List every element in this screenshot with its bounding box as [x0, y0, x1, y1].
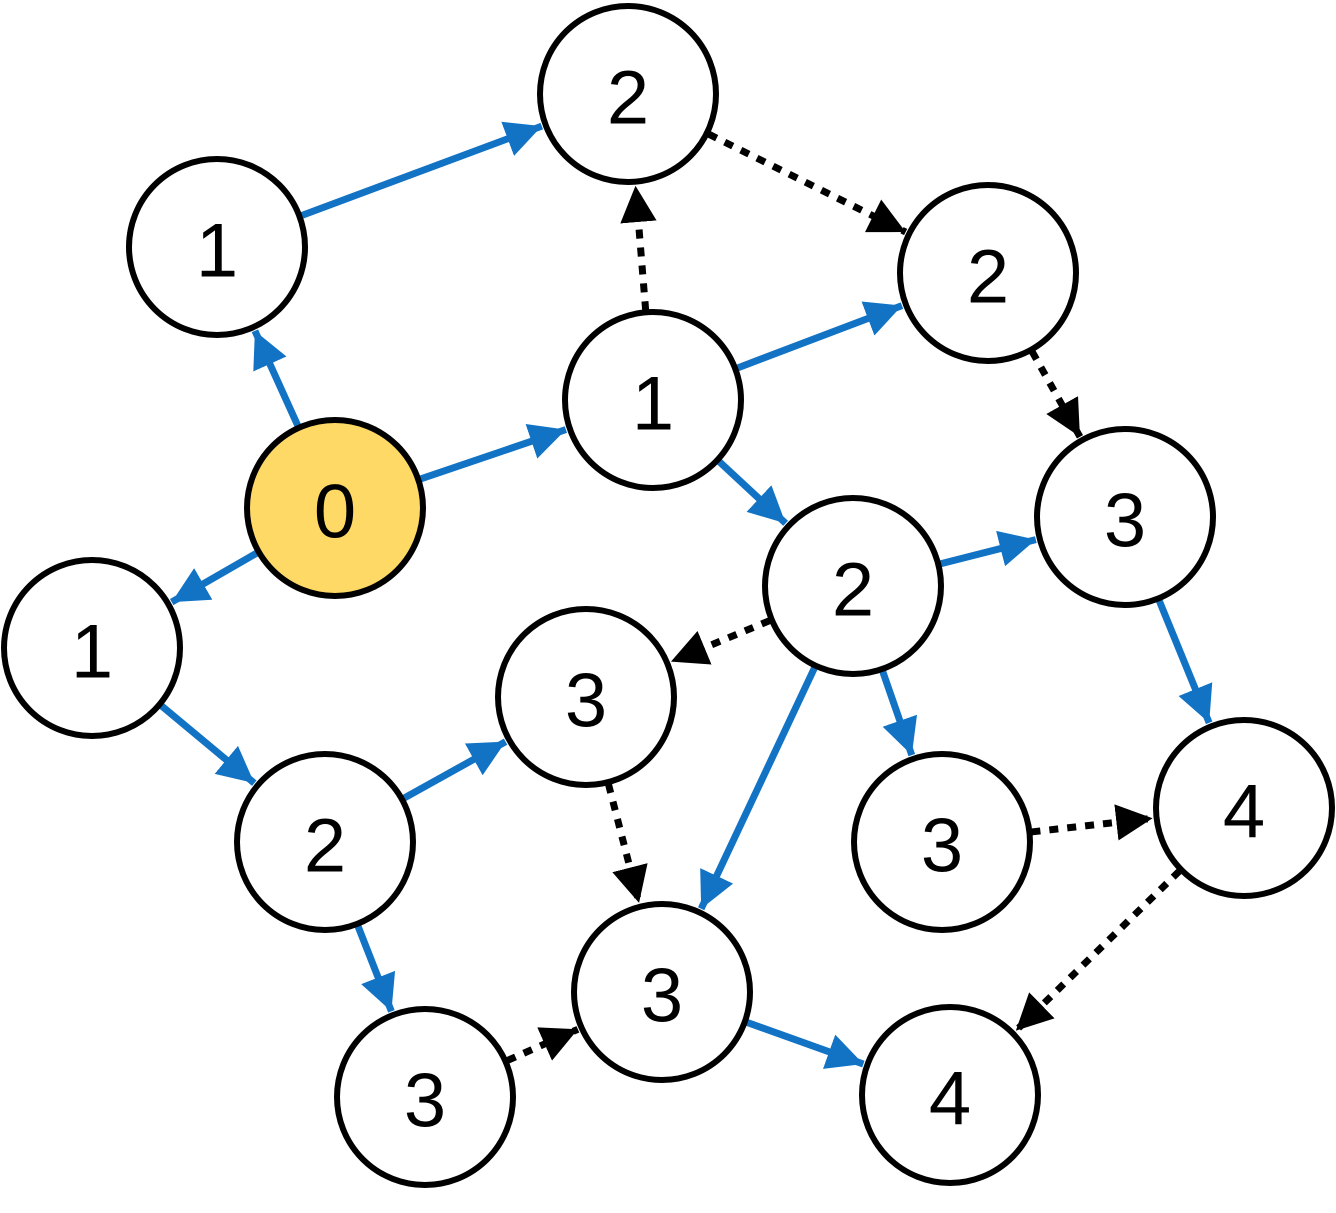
node-label: 0	[314, 470, 356, 555]
node-label: 4	[929, 1057, 971, 1142]
node-circle	[1, 557, 183, 739]
source-node: 0	[244, 417, 426, 599]
graph-node: 2	[537, 3, 719, 185]
edge-solid-n0-n1c	[169, 549, 259, 606]
node-circle	[244, 417, 426, 599]
edge-dotted-n2c-n3b	[669, 617, 772, 665]
edge-solid-n2c-n3a	[939, 530, 1037, 568]
node-circle	[234, 751, 416, 933]
edge-solid-n0-n1a	[251, 329, 302, 428]
edge-solid-n2d-n3b	[401, 738, 508, 802]
edge-solid-n1b-n2c	[716, 458, 789, 526]
node-label: 3	[1104, 479, 1146, 564]
edge-solid-n1b-n2b	[735, 301, 904, 372]
graph-node: 3	[1034, 426, 1216, 608]
node-circle	[562, 309, 744, 491]
edge-dotted-n2a-n2b	[707, 130, 908, 236]
node-circle	[897, 182, 1079, 364]
node-circle	[851, 751, 1033, 933]
graph-node: 3	[571, 901, 753, 1083]
node-label: 3	[565, 659, 607, 744]
graph-node: 3	[334, 1006, 516, 1188]
edge-solid-n2d-n3e	[354, 924, 396, 1013]
node-circle	[762, 495, 944, 677]
graph-node: 1	[1, 557, 183, 739]
nodes-layer: 0 1 1 1 2 2 2 2 3 3 3 3 3 4 4	[1, 3, 1335, 1188]
edge-dotted-n3d-n4a	[1031, 804, 1153, 841]
node-label: 3	[921, 804, 963, 889]
node-circle	[537, 3, 719, 185]
graph-node: 3	[851, 751, 1033, 933]
node-circle	[1034, 426, 1216, 608]
edge-solid-n0-n1b	[419, 424, 568, 483]
edge-dotted-n3b-n3c	[605, 783, 648, 904]
node-label: 2	[304, 804, 346, 889]
graph-node: 2	[234, 751, 416, 933]
node-circle	[859, 1004, 1041, 1186]
edge-solid-n2c-n3d	[879, 669, 918, 757]
graph-node: 4	[1153, 717, 1335, 899]
edge-dotted-n4a-n4b	[1013, 868, 1183, 1034]
graph-node: 2	[762, 495, 944, 677]
node-label: 1	[632, 362, 674, 447]
node-label: 3	[641, 954, 683, 1039]
edge-dotted-n1b-n2a	[620, 185, 657, 311]
graph-node: 1	[562, 309, 744, 491]
edge-dotted-n2b-n3a	[1029, 349, 1084, 439]
edge-solid-n3c-n4b	[745, 1019, 865, 1069]
node-circle	[126, 156, 308, 338]
graph-node: 3	[495, 606, 677, 788]
node-label: 2	[832, 548, 874, 633]
node-label: 1	[71, 610, 113, 695]
graph-node: 2	[897, 182, 1079, 364]
node-circle	[1153, 717, 1335, 899]
graph-node: 1	[126, 156, 308, 338]
edge-solid-n3a-n4a	[1155, 598, 1213, 725]
edges-layer	[158, 121, 1213, 1069]
node-label: 1	[196, 209, 238, 294]
node-circle	[334, 1006, 516, 1188]
node-circle	[571, 901, 753, 1083]
node-circle	[495, 606, 677, 788]
node-label: 3	[404, 1059, 446, 1144]
edge-solid-n2c-n3c	[697, 665, 818, 911]
node-label: 4	[1223, 770, 1265, 855]
graph-node: 4	[859, 1004, 1041, 1186]
edge-solid-n1a-n2a	[300, 121, 544, 219]
node-label: 2	[967, 235, 1009, 320]
node-label: 2	[607, 56, 649, 141]
edge-dotted-n3e-n3c	[505, 1026, 580, 1064]
edge-solid-n1c-n2d	[158, 702, 257, 786]
